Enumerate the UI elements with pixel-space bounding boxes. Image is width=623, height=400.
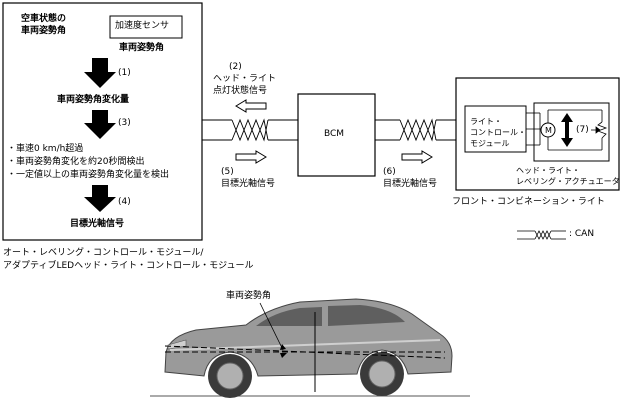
can-line-module-bcm: [202, 118, 298, 142]
can-legend-label: : CAN: [569, 229, 595, 239]
step-1: (1): [118, 68, 131, 78]
actuator-box: [533, 102, 610, 162]
actuator-label-2: レベリング・アクチュエータ: [516, 177, 620, 186]
signal-2-label-2: 点灯状態信号: [213, 86, 268, 96]
can-line-bcm-light: [375, 118, 456, 142]
lcm-label-2: コントロール・: [470, 128, 526, 137]
signal-6-number: (6): [383, 167, 396, 177]
vehicle-angle-label: 車両姿勢角: [226, 291, 272, 301]
motor-label: M: [545, 126, 552, 135]
lcm-label-3: モジュール: [470, 139, 510, 148]
actuator-label-1: ヘッド・ライト・: [516, 166, 580, 175]
module-box: [2, 2, 203, 241]
sensor-caption: 車両姿勢角: [119, 43, 165, 53]
empty-angle-label-1: 空車状態の: [21, 14, 67, 24]
bcm-label: BCM: [324, 129, 345, 139]
down-arrow-icon: [84, 110, 116, 139]
sensor-box-label: 加速度センサ: [115, 21, 170, 31]
bcm-box: [297, 93, 376, 177]
front-combination-box: [455, 77, 620, 191]
step-7: (7): [576, 125, 589, 135]
step-3: (3): [118, 118, 131, 128]
signal-6-label: 目標光軸信号: [383, 179, 438, 189]
front-combination-name: フロント・コンビネーション・ライト: [452, 197, 605, 207]
right-arrow-icon: [401, 150, 433, 164]
step-4: (4): [118, 197, 131, 207]
change-amount-label: 車両姿勢角変化量: [57, 95, 130, 105]
signal-5-label: 目標光軸信号: [221, 179, 276, 189]
condition-3: ・一定値以上の車両姿勢角変化量を検出: [7, 170, 170, 180]
motor-icon: [540, 122, 556, 138]
target-signal-label: 目標光軸信号: [70, 219, 125, 229]
right-arrow-icon: [235, 150, 267, 164]
sensor-box: [109, 15, 183, 39]
module-name-line-2: アダプティブLEDヘッド・ライト・コントロール・モジュール: [3, 261, 254, 271]
left-arrow-icon: [235, 99, 267, 113]
lcm-label-1: ライト・: [470, 117, 502, 126]
down-arrow-icon: [84, 185, 116, 212]
module-name-line-1: オート・レベリング・コントロール・モジュール/: [3, 248, 204, 258]
empty-angle-label-2: 車両姿勢角: [21, 26, 67, 36]
signal-2-number: (2): [229, 62, 242, 72]
condition-2: ・車両姿勢角変化を約20秒間検出: [7, 157, 145, 167]
condition-1: ・車速0 km/h超過: [7, 144, 84, 154]
signal-5-number: (5): [221, 167, 234, 177]
signal-2-label-1: ヘッド・ライト: [213, 74, 277, 84]
can-legend-symbol: [517, 230, 566, 240]
down-arrow-icon: [84, 58, 116, 88]
car-illustration: [150, 298, 470, 398]
double-arrow-icon: [561, 113, 573, 147]
